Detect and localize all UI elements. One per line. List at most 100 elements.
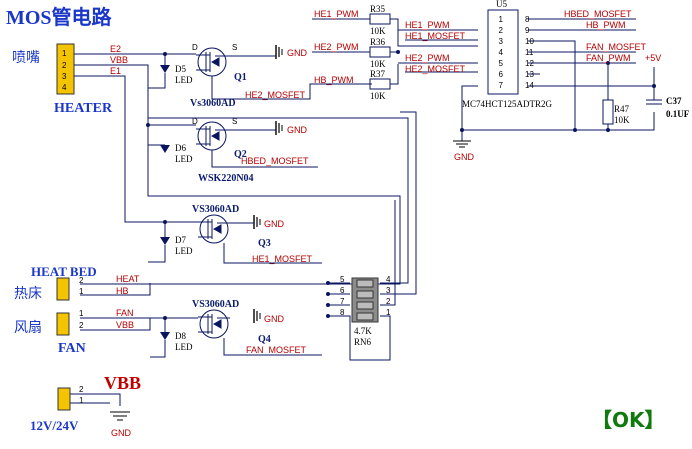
u5-right-pins: 8 9 10 11 12 13 14: [525, 15, 534, 90]
svg-text:10: 10: [525, 37, 534, 46]
mosfet-q4: [198, 309, 230, 339]
d5-ref: D5: [175, 64, 186, 74]
svg-text:1: 1: [499, 15, 504, 24]
heatbed-label: HEAT BED: [31, 264, 97, 279]
q1-pin-d: D: [192, 43, 198, 52]
svg-text:7: 7: [499, 81, 504, 90]
r36-value: 10K: [370, 59, 386, 69]
heater-net-e2: E2: [110, 44, 121, 54]
c37-body: [646, 99, 662, 105]
heater-connector: [56, 43, 75, 95]
svg-text:13: 13: [525, 70, 534, 79]
q3-gate-net: HE1_MOSFET: [252, 254, 313, 264]
fan-net-vbb: VBB: [116, 320, 134, 330]
u5-net-hbed-mosfet: HBED_MOSFET: [564, 9, 632, 19]
r37-ref: R37: [370, 69, 386, 79]
heater-pin-3: 3: [62, 72, 67, 81]
supply-5v: +5V: [645, 53, 661, 63]
d6-ref: D6: [175, 143, 186, 153]
r47-ref: R47: [614, 104, 630, 114]
r47-value: 10K: [614, 115, 630, 125]
d8-label: LED: [175, 342, 193, 352]
rn6-pin-8: 8: [340, 308, 345, 317]
svg-text:3: 3: [499, 37, 504, 46]
mosfet-q3: [198, 214, 230, 244]
heater-pin-4: 4: [62, 83, 67, 92]
q4-part: VS3060AD: [192, 299, 239, 310]
r36-body: [369, 46, 391, 58]
rn6-value: 4.7K: [354, 326, 372, 336]
fan-net-fan: FAN: [116, 308, 134, 318]
u5-net-he1-pwm: HE1_PWM: [405, 20, 450, 30]
c37-ref: C37: [666, 96, 682, 106]
gnd-symbol-u5: [453, 140, 471, 148]
r35-body: [369, 13, 391, 25]
u5-net-fan-pwm: FAN_PWM: [586, 53, 631, 63]
svg-text:5: 5: [499, 59, 504, 68]
u5-body: [487, 9, 519, 95]
vbb-title: VBB: [104, 373, 141, 393]
c37-value: 0.1UF: [666, 109, 690, 119]
heatbed-net-hb: HB: [116, 286, 129, 296]
heatbed-cn-label: 热床: [14, 286, 42, 302]
wires: [70, 18, 655, 406]
heatbed-net-heat: HEAT: [116, 274, 140, 284]
fan-pin-2: 2: [79, 321, 84, 330]
svg-text:11: 11: [525, 48, 534, 57]
d8-ref: D8: [175, 331, 186, 341]
mosfet-q2: [196, 121, 228, 151]
r37-net: HB_PWM: [314, 75, 354, 85]
rn6-pin-7: 7: [340, 297, 345, 306]
heater-net-vbb: VBB: [110, 55, 128, 65]
q1-pin-s: S: [232, 43, 237, 52]
gnd-label-q2: GND: [287, 125, 308, 135]
u5-left-pins: 1 2 3 4 5 6 7: [499, 15, 504, 90]
r36-net: HE2_PWM: [314, 42, 359, 52]
heatbed-pin-1: 1: [79, 287, 84, 296]
gnd-label-vbb: GND: [111, 428, 132, 438]
rn6-pin-5: 5: [340, 275, 345, 284]
vbb-pin-2: 2: [79, 385, 84, 394]
u5-net-fan-mosfet: FAN_MOSFET: [586, 42, 647, 52]
q2-part: WSK220N04: [198, 173, 254, 184]
r47-body: [602, 99, 614, 125]
r35-net: HE1_PWM: [314, 9, 359, 19]
gnd-symbol-q3: [253, 214, 261, 230]
q1-ref: Q1: [234, 72, 247, 83]
q2-pin-s: S: [232, 117, 237, 126]
mosfet-q1: [196, 47, 228, 77]
d5-label: LED: [175, 75, 193, 85]
svg-text:12: 12: [525, 59, 534, 68]
heatbed-pin-2: 2: [79, 276, 84, 285]
fan-label: FAN: [58, 341, 86, 356]
svg-text:14: 14: [525, 81, 534, 90]
vbb-pin-1: 1: [79, 396, 84, 405]
u5-net-he2-pwm: HE2_PWM: [405, 53, 450, 63]
r35-value: 10K: [370, 26, 386, 36]
rn6-pin-6: 6: [340, 286, 345, 295]
heater-pin-1: 1: [62, 49, 67, 58]
rn6-pin-2: 2: [386, 297, 391, 306]
q4-ref: Q4: [258, 334, 271, 345]
q3-ref: Q3: [258, 238, 271, 249]
r37-body: [369, 78, 391, 90]
heater-net-e1: E1: [110, 66, 121, 76]
gnd-symbol-vbb: [110, 411, 130, 421]
svg-text:8: 8: [525, 15, 530, 24]
u5-part: MC74HCT125ADTR2G: [462, 99, 553, 109]
rn6-elements: [356, 279, 374, 321]
vbb-voltage: 12V/24V: [30, 418, 79, 433]
gnd-symbol-q4: [253, 308, 261, 324]
d7-ref: D7: [175, 235, 186, 245]
rn6-pin-4: 4: [386, 275, 391, 284]
u5-net-hb-pwm: HB_PWM: [586, 20, 626, 30]
q2-ref: Q2: [234, 149, 247, 160]
fan-pin-1: 1: [79, 309, 84, 318]
u5-net-he2-mosfet: HE2_MOSFET: [405, 64, 466, 74]
svg-text:4: 4: [499, 48, 504, 57]
fan-cn-label: 风扇: [14, 320, 42, 336]
d7-label: LED: [175, 246, 193, 256]
rn6-pin-3: 3: [386, 286, 391, 295]
